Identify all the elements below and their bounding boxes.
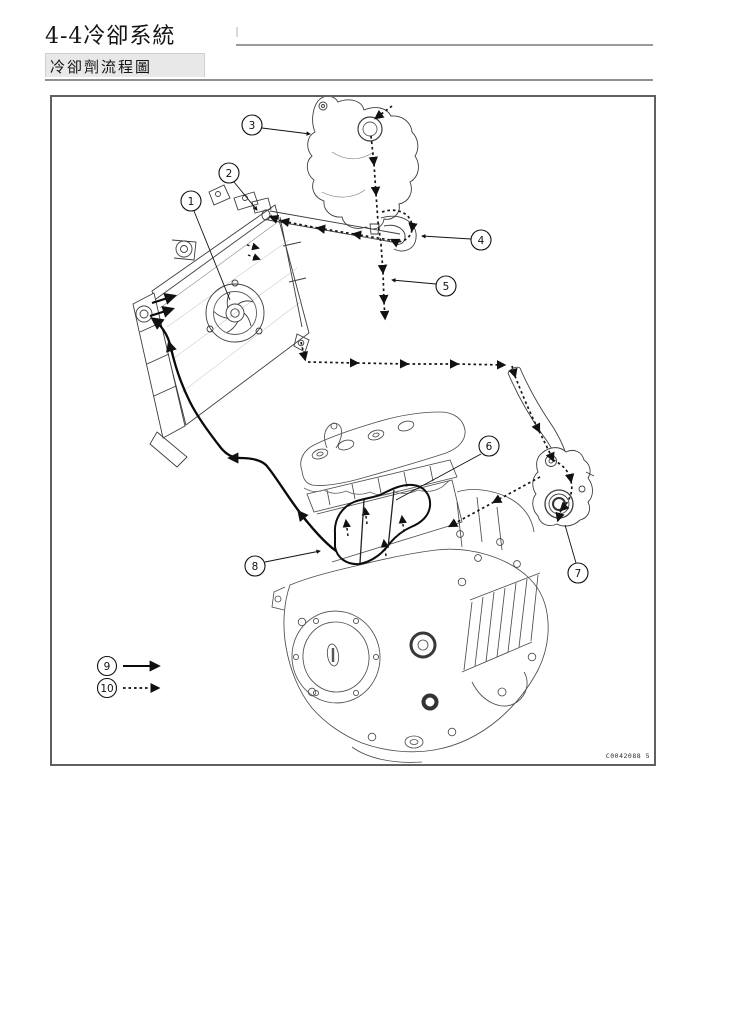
svg-text:7: 7 bbox=[575, 568, 582, 580]
callout-8: 8 bbox=[244, 555, 266, 577]
svg-text:8: 8 bbox=[252, 561, 259, 573]
callouts: 1 2 3 4 5 6 7 8 bbox=[180, 114, 589, 584]
subtitle-rule bbox=[45, 79, 653, 81]
svg-text:2: 2 bbox=[226, 168, 233, 180]
page-title: 4-4冷卻系統 bbox=[45, 24, 176, 49]
coolant-flow-dashed bbox=[246, 105, 575, 557]
svg-text:9: 9 bbox=[104, 661, 111, 673]
water-pump bbox=[532, 447, 595, 527]
svg-text:5: 5 bbox=[443, 281, 450, 293]
legend-solid-flow: 9 bbox=[96, 655, 161, 677]
cooling-fan bbox=[205, 279, 265, 343]
subtitle-heading: 冷卻劑流程圖 bbox=[45, 53, 205, 77]
radiator bbox=[132, 184, 310, 468]
reservoir-tank bbox=[306, 97, 419, 235]
callout-4: 4 bbox=[470, 229, 492, 251]
svg-text:4: 4 bbox=[478, 235, 485, 247]
callout-6: 6 bbox=[478, 435, 500, 457]
svg-text:10: 10 bbox=[100, 683, 113, 695]
header-rule bbox=[236, 44, 653, 46]
valve-cover bbox=[300, 411, 466, 496]
callout-7: 7 bbox=[567, 562, 589, 584]
figure-code: C0042088 5 bbox=[606, 752, 650, 760]
coolant-flow-diagram-frame: 1 2 3 4 5 6 7 8 bbox=[50, 95, 656, 766]
callout-5: 5 bbox=[435, 275, 457, 297]
callout-leader-lines bbox=[193, 127, 577, 564]
svg-text:6: 6 bbox=[486, 441, 493, 453]
stray-scan-mark bbox=[236, 27, 238, 37]
coolant-flow-solid bbox=[149, 292, 337, 552]
coolant-flow-diagram: 1 2 3 4 5 6 7 8 bbox=[96, 97, 650, 763]
svg-text:3: 3 bbox=[249, 120, 256, 132]
legend-dashed-flow: 10 bbox=[96, 677, 161, 699]
thermostat-pipe-loop bbox=[333, 483, 432, 566]
callout-1: 1 bbox=[180, 190, 202, 212]
svg-text:1: 1 bbox=[188, 196, 195, 208]
engine-illustration bbox=[271, 459, 549, 763]
callout-3: 3 bbox=[241, 114, 263, 136]
flow-legend: 9 10 bbox=[96, 655, 161, 699]
callout-2: 2 bbox=[218, 162, 240, 184]
